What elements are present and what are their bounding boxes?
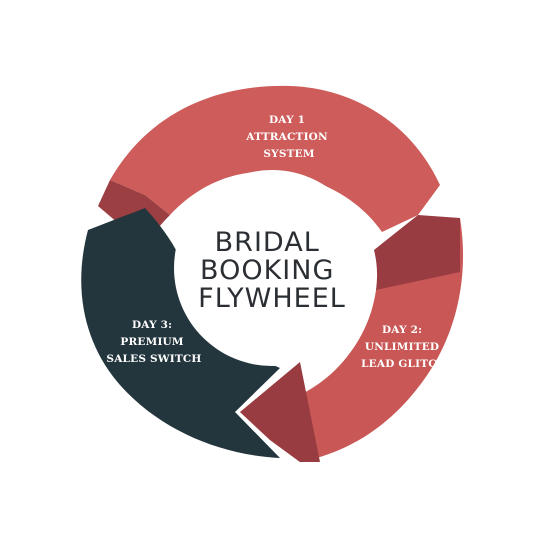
segment-day1-arc xyxy=(110,85,440,232)
center-title-line-1: BRIDAL xyxy=(215,227,320,258)
segment-day1-line-2: ATTRACTION xyxy=(245,131,328,143)
segment-day1-label: DAY 1 ATTRACTION SYSTEM xyxy=(245,114,331,160)
segment-day3-arc xyxy=(81,208,280,458)
segment-day3-line-1: DAY 3: xyxy=(132,319,172,331)
segment-day2-line-3: LEAD GLITCH xyxy=(361,358,447,370)
segment-day2-fold-top xyxy=(374,215,460,290)
segment-day1-line-3: SYSTEM xyxy=(263,148,314,160)
segment-day3-label: DAY 3: PREMIUM SALES SWITCH xyxy=(106,319,201,365)
center-title: BRIDAL BOOKING FLYWHEEL xyxy=(198,227,346,314)
center-hub: BRIDAL BOOKING FLYWHEEL xyxy=(174,170,370,366)
segment-day2-label: DAY 2: UNLIMITED LEAD GLITCH xyxy=(361,324,447,370)
center-title-line-2: BOOKING xyxy=(200,255,334,286)
segment-day2-line-1: DAY 2: xyxy=(382,324,422,336)
segment-day2: DAY 2: UNLIMITED LEAD GLITCH xyxy=(240,215,464,462)
segment-day1-line-1: DAY 1 xyxy=(269,114,305,126)
center-circle xyxy=(174,170,370,366)
segment-day3: DAY 3: PREMIUM SALES SWITCH xyxy=(81,208,280,458)
center-title-line-3: FLYWHEEL xyxy=(198,283,346,314)
segment-day3-line-3: SALES SWITCH xyxy=(106,353,201,365)
segment-day2-fold-bottom xyxy=(240,362,320,462)
segment-day2-line-2: UNLIMITED xyxy=(365,341,439,353)
segment-day3-line-2: PREMIUM xyxy=(120,336,184,348)
